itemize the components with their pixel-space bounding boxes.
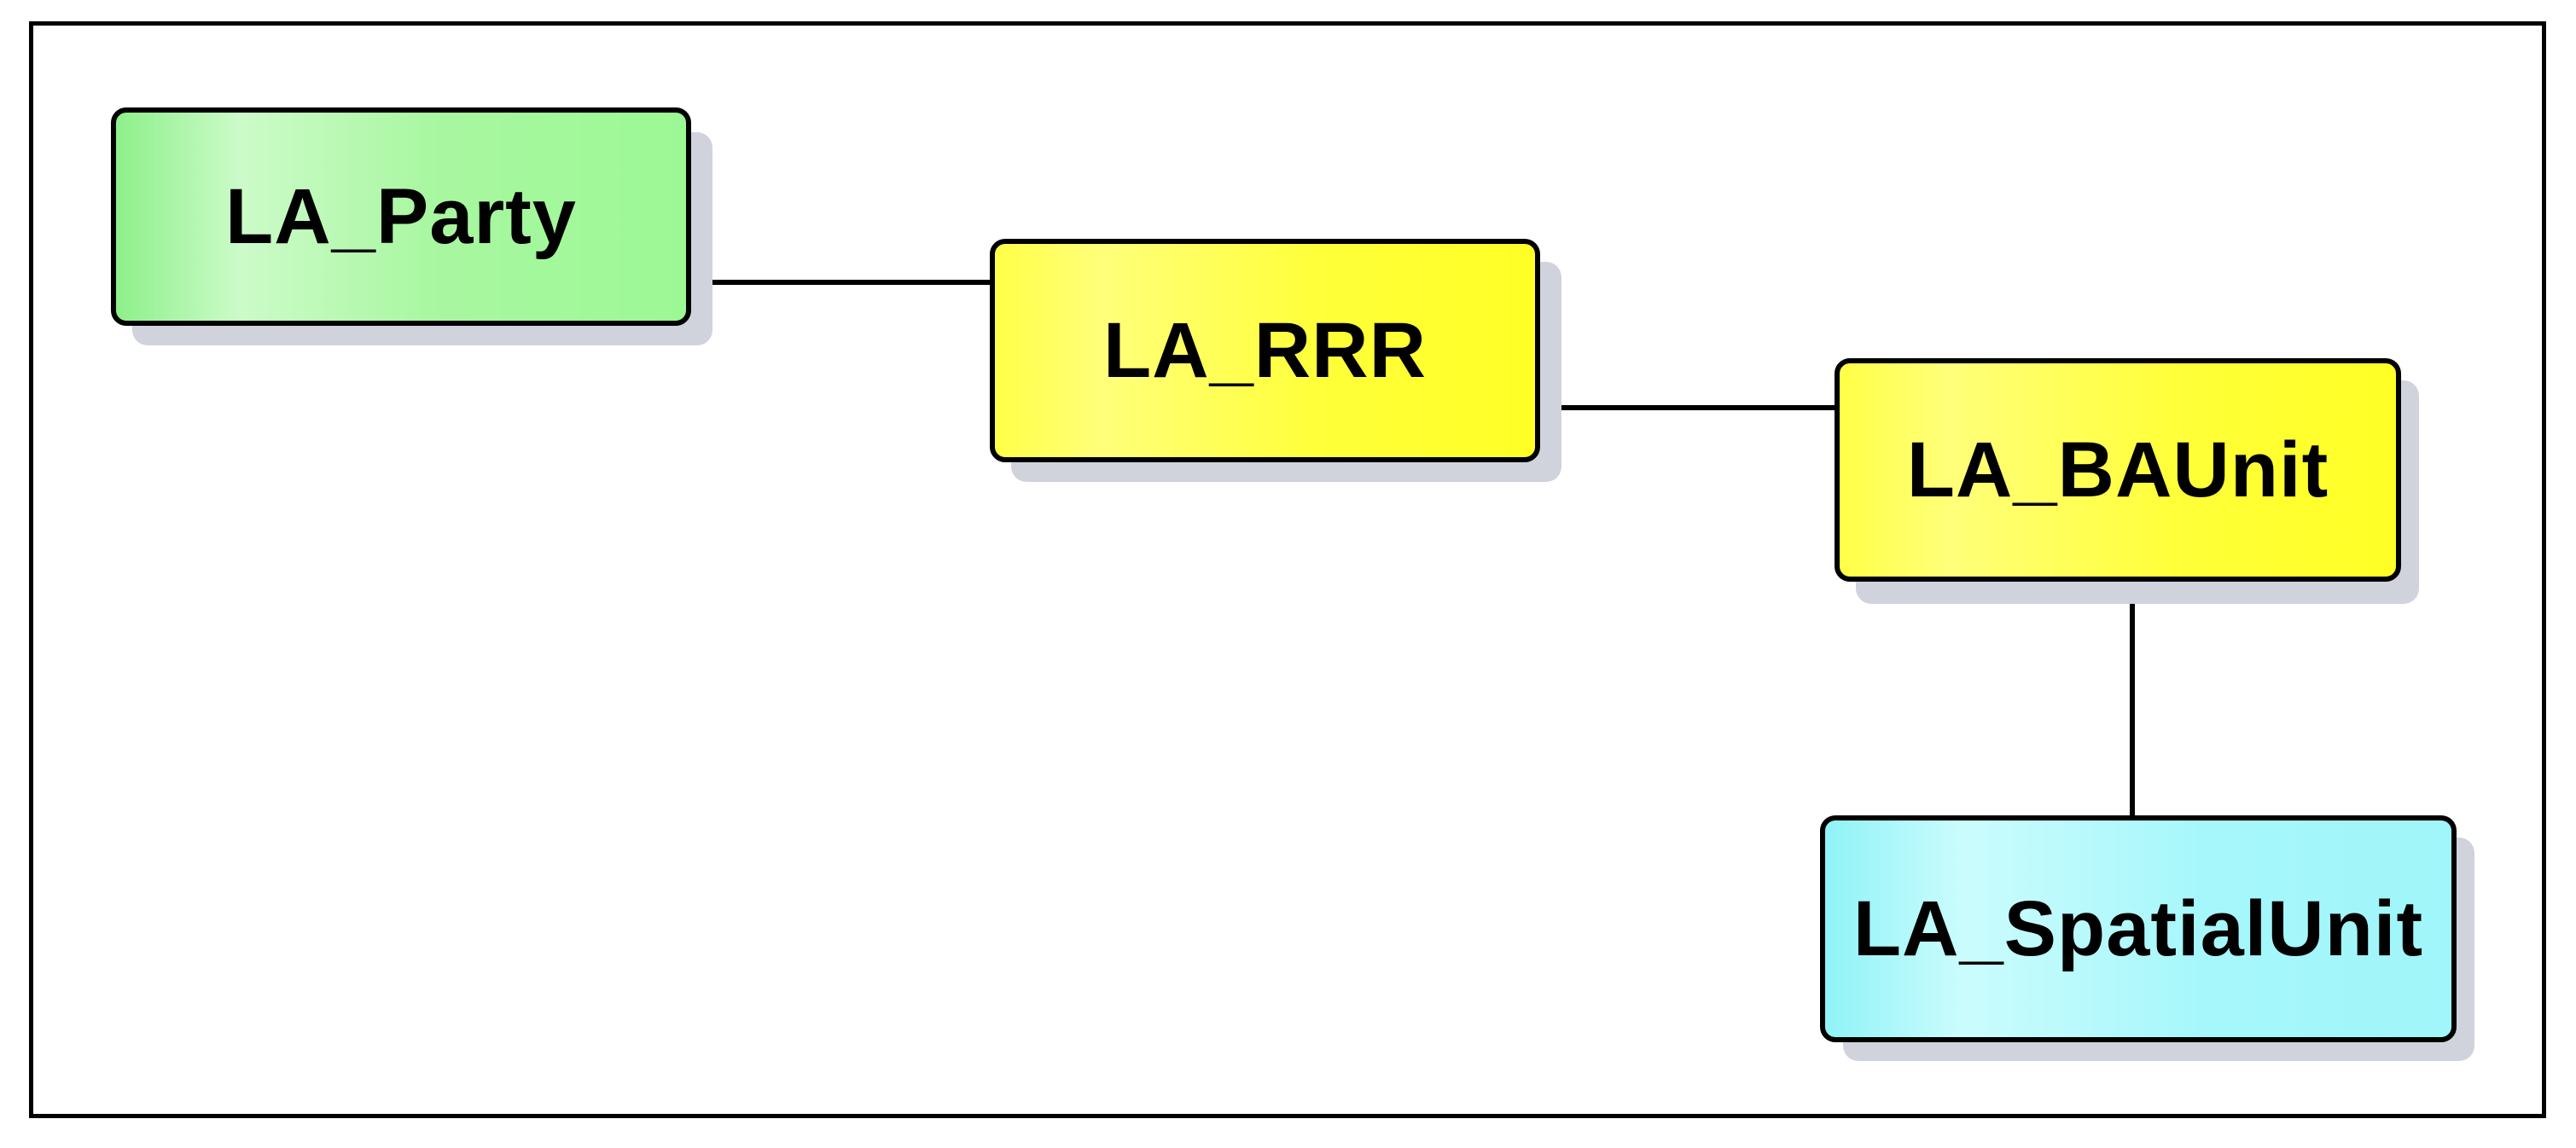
node-label: LA_BAUnit	[1906, 426, 2329, 513]
node-label: LA_Party	[225, 172, 577, 260]
node-label: LA_SpatialUnit	[1852, 884, 2424, 972]
edge-baunit-spatialunit	[2130, 578, 2135, 817]
edge-rrr-baunit	[1540, 405, 1835, 410]
node-label: LA_RRR	[1102, 306, 1428, 394]
edge-party-rrr	[691, 280, 990, 285]
node-la-baunit: LA_BAUnit	[1835, 358, 2401, 582]
node-la-party: LA_Party	[111, 107, 691, 326]
node-la-rrr: LA_RRR	[990, 239, 1540, 462]
node-la-spatialunit: LA_SpatialUnit	[1820, 815, 2457, 1042]
